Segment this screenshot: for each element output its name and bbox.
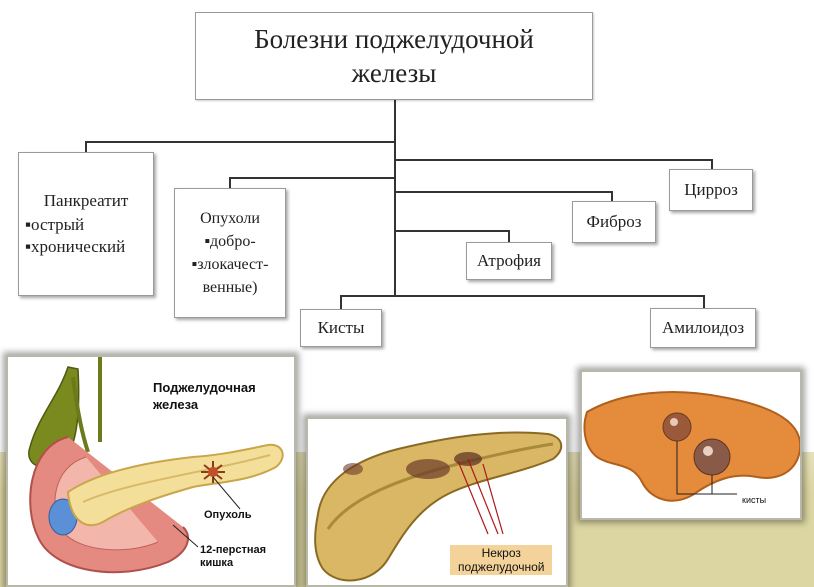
anatomy-drawing	[8, 357, 294, 585]
cirrhosis-label: Цирроз	[684, 180, 738, 199]
duodenum-label: 12-перстная кишка	[200, 544, 266, 570]
necrosis-label: Некроз поджелудочной	[450, 545, 553, 575]
atrophy-box: Атрофия	[466, 242, 552, 280]
pancreatic-cysts-illustration: кисты	[580, 370, 802, 520]
cirrhosis-box: Цирроз	[669, 169, 753, 211]
cysts-box: Кисты	[300, 309, 382, 347]
cysts-photo-label: кисты	[742, 495, 767, 505]
pancreatitis-heading: Панкреатит	[43, 191, 129, 210]
amyloidosis-box: Амилоидоз	[650, 308, 756, 348]
tumor-label: Опухоль	[204, 509, 252, 521]
necrosis-label-line-2: поджелудочной	[458, 560, 545, 574]
pancreatitis-box: Панкреатит ▪острый ▪хронический	[18, 152, 154, 296]
tumors-box: Опухоли ▪добро- ▪злокачест- венные)	[174, 188, 286, 318]
tumors-heading: Опухоли	[200, 210, 260, 227]
tumors-line-malignant: ▪злокачест-	[191, 256, 269, 273]
anatomy-heading-line-2: железа	[153, 397, 199, 412]
anatomy-heading: Поджелудочная железа	[153, 379, 256, 413]
cysts-label: Кисты	[317, 318, 365, 337]
amyloidosis-label: Амилоидоз	[661, 318, 745, 337]
tumors-line-malignant-end: венные)	[202, 279, 258, 296]
pancreatitis-item-chronic: ▪хронический	[25, 237, 126, 256]
anatomy-heading-line-1: Поджелудочная	[153, 380, 256, 395]
pancreatic-necrosis-illustration: Некроз поджелудочной	[306, 417, 568, 587]
duodenum-label-line-1: 12-перстная	[200, 544, 267, 556]
atrophy-label: Атрофия	[477, 251, 541, 270]
title-line-1: Болезни поджелудочной	[254, 24, 534, 54]
tumors-line-benign: ▪добро-	[204, 233, 256, 250]
diagram-title: Болезни поджелудочной железы	[195, 12, 593, 100]
necrosis-label-line-1: Некроз	[481, 546, 521, 560]
pancreatitis-item-acute: ▪острый	[25, 215, 85, 234]
title-line-2: железы	[351, 58, 437, 88]
fibrosis-label: Фиброз	[586, 212, 642, 231]
pancreas-anatomy-illustration: Поджелудочная железа Опухоль 12-перстная…	[6, 355, 296, 587]
fibrosis-box: Фиброз	[572, 201, 656, 243]
duodenum-label-line-2: кишка	[200, 557, 234, 569]
cysts-drawing	[582, 372, 800, 518]
